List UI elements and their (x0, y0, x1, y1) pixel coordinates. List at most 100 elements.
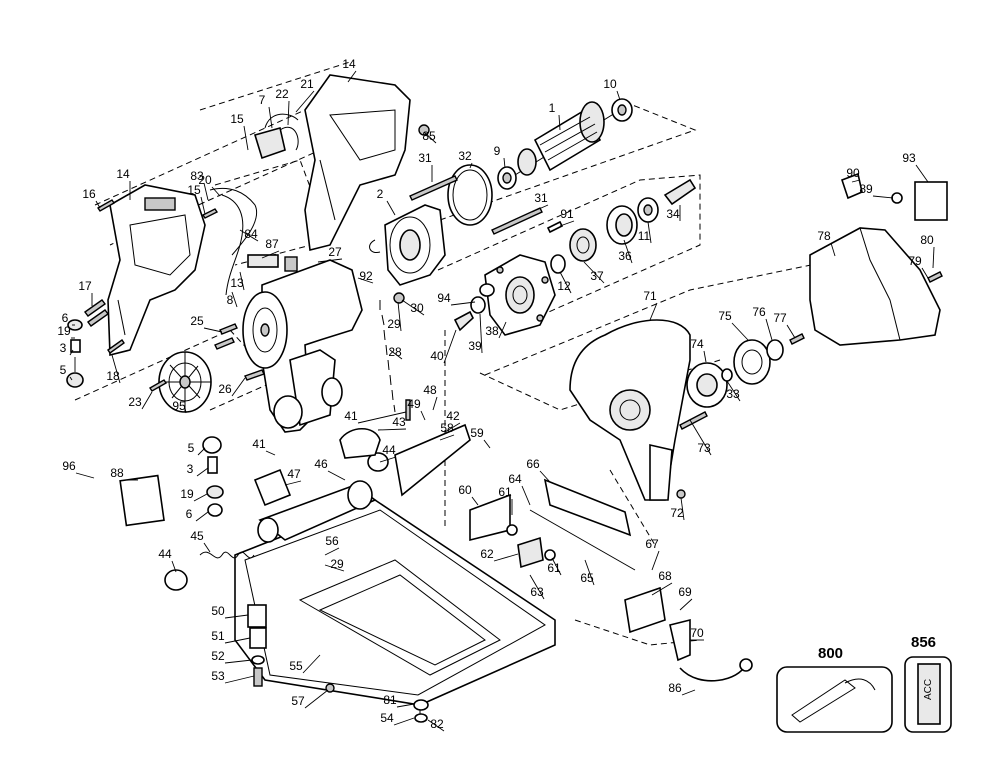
part-callout-40: 40 (430, 349, 444, 363)
part-callout-56: 56 (325, 534, 339, 548)
part-callout-87: 87 (265, 237, 279, 251)
leader-line-74 (703, 350, 707, 363)
part-callout-70: 70 (690, 626, 704, 640)
leader-line-85 (423, 131, 437, 144)
handle-half-right (304, 74, 411, 251)
leader-line-8 (231, 291, 238, 308)
part-callout-19: 19 (57, 324, 71, 338)
leader-line-61 (551, 557, 562, 576)
part-callout-61: 61 (498, 485, 512, 499)
leader-line-32 (469, 162, 473, 169)
leader-line-90 (851, 179, 861, 183)
leader-line-46 (327, 470, 346, 481)
part-callout-16: 16 (82, 187, 96, 201)
leader-line-29 (397, 301, 402, 332)
part-callout-44: 44 (158, 547, 172, 561)
leader-line-44 (171, 560, 177, 573)
part-callout-93: 93 (902, 151, 916, 165)
leader-line-31 (531, 204, 549, 213)
part-callout-78: 78 (817, 229, 831, 243)
leader-line-54 (393, 717, 415, 726)
leader-line-5 (69, 376, 73, 381)
base (234, 499, 556, 706)
part-callout-45: 45 (190, 529, 204, 543)
left-brush-parts (119, 436, 224, 527)
part-callout-21: 21 (300, 77, 314, 91)
part-callout-69: 69 (678, 585, 692, 599)
leader-line-3 (196, 467, 209, 477)
leader-line-12 (559, 271, 572, 294)
part-callout-14: 14 (342, 57, 356, 71)
bracket-and-label (840, 172, 948, 221)
part-callout-55: 55 (289, 659, 303, 673)
leader-line-75 (731, 322, 749, 341)
leader-line-82 (427, 719, 445, 732)
part-callout-58: 58 (440, 421, 454, 435)
leader-line-21 (295, 90, 315, 113)
kit-856-text: ACC (923, 679, 934, 700)
part-callout-13: 13 (230, 276, 244, 290)
part-callout-15: 15 (187, 183, 201, 197)
part-callout-8: 8 (227, 293, 234, 307)
part-callout-5: 5 (188, 441, 195, 455)
part-callout-37: 37 (590, 269, 604, 283)
part-callout-28: 28 (388, 345, 402, 359)
part-callout-29: 29 (330, 557, 344, 571)
part-callout-2: 2 (377, 187, 384, 201)
part-callout-3: 3 (187, 462, 194, 476)
leader-line-69 (679, 598, 693, 611)
screws (84, 124, 430, 421)
part-callout-66: 66 (526, 457, 540, 471)
part-callout-38: 38 (485, 324, 499, 338)
gears-bearings (453, 178, 697, 332)
leader-line-49 (420, 410, 426, 421)
leader-line-72 (680, 497, 685, 521)
leader-line-87 (261, 250, 280, 259)
part-callout-17: 17 (78, 279, 92, 293)
part-callout-74: 74 (690, 337, 704, 351)
leader-line-47 (284, 480, 302, 486)
leader-line-93 (915, 164, 929, 183)
part-callout-65: 65 (580, 571, 594, 585)
leader-line-89 (872, 195, 894, 199)
part-callout-12: 12 (557, 279, 571, 293)
leader-line-41 (357, 411, 407, 424)
kit-800-label: 800 (818, 645, 843, 662)
leader-line-22 (287, 100, 290, 126)
fan (158, 351, 212, 413)
part-callout-3: 3 (60, 341, 67, 355)
leader-line-15 (243, 125, 249, 151)
part-callout-31: 31 (418, 151, 432, 165)
leader-line-77 (786, 324, 796, 339)
arbor-parts (676, 333, 805, 499)
leader-line-6 (195, 511, 209, 522)
part-callout-57: 57 (291, 694, 305, 708)
leader-line-7 (268, 106, 273, 129)
part-callout-67: 67 (645, 537, 659, 551)
leader-line-33 (726, 380, 741, 402)
part-callout-41: 41 (252, 437, 266, 451)
part-callout-32: 32 (458, 149, 472, 163)
part-callout-27: 27 (328, 245, 342, 259)
part-callout-51: 51 (211, 629, 225, 643)
part-callout-53: 53 (211, 669, 225, 683)
leader-line-48 (432, 396, 438, 411)
part-callout-88: 88 (110, 466, 124, 480)
leader-line-16 (95, 200, 101, 209)
part-callout-43: 43 (392, 415, 406, 429)
leader-line-26 (231, 377, 246, 397)
leader-line-38 (498, 321, 507, 339)
part-callout-75: 75 (718, 309, 732, 323)
leader-line-66 (539, 470, 551, 483)
part-callout-79: 79 (908, 254, 922, 268)
part-callout-92: 92 (359, 269, 373, 283)
part-callout-63: 63 (530, 585, 544, 599)
leader-line-19 (193, 493, 208, 502)
leader-line-37 (583, 261, 605, 284)
leader-line-95 (184, 407, 187, 414)
part-callout-95: 95 (172, 399, 186, 413)
part-callout-39: 39 (468, 339, 482, 353)
vise-parts (469, 478, 753, 682)
